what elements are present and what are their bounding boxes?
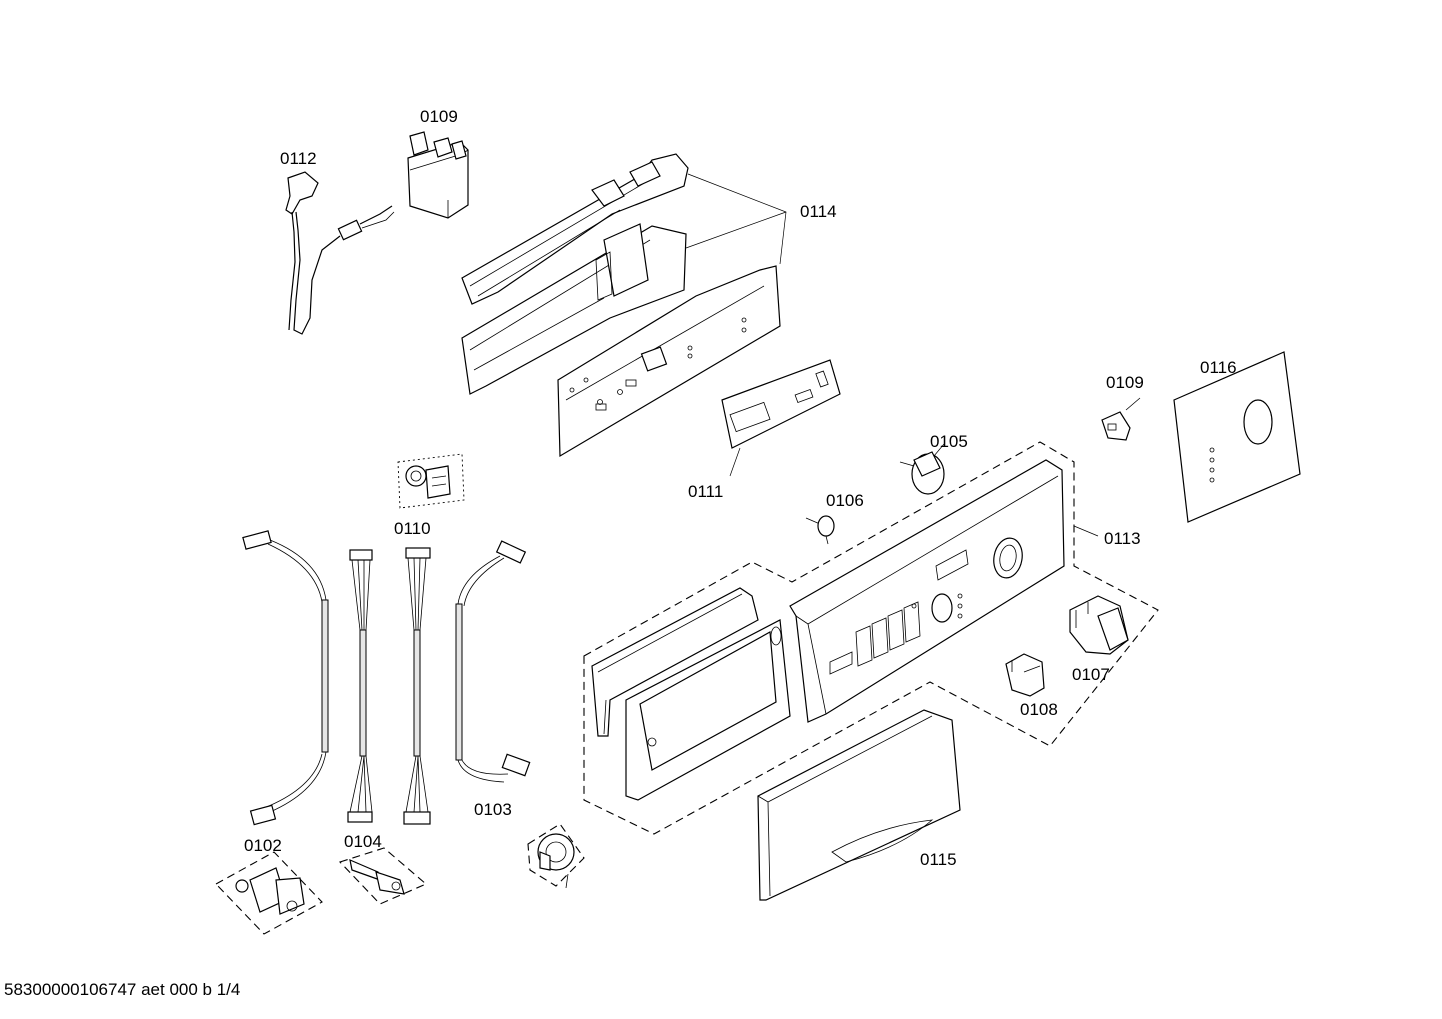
label-0104: 0104 bbox=[344, 832, 382, 851]
interference-filter-part bbox=[407, 131, 469, 219]
drain-pump-part bbox=[215, 851, 323, 935]
clip-0109-part bbox=[1101, 397, 1141, 441]
wiring-harness-0102 bbox=[242, 530, 329, 826]
label-0105: 0105 bbox=[930, 432, 968, 451]
wiring-harness-0103 bbox=[455, 540, 531, 783]
label-0106: 0106 bbox=[826, 491, 864, 510]
label-0107: 0107 bbox=[1072, 665, 1110, 684]
knob-0108-part bbox=[1005, 653, 1045, 697]
drawer-handle-0115-part bbox=[757, 709, 961, 901]
power-cord-part bbox=[285, 171, 395, 335]
label-0110: 0110 bbox=[394, 519, 431, 538]
wiring-harness-0104 bbox=[347, 547, 431, 825]
document-id-footer: 58300000106747 aet 000 b 1/4 bbox=[4, 980, 241, 999]
spindle-0106-part bbox=[805, 515, 835, 545]
label-0116: 0116 bbox=[1200, 358, 1237, 377]
label-0103: 0103 bbox=[474, 800, 512, 819]
printed-circuit-board-part bbox=[557, 265, 781, 458]
label-0111: 0111 bbox=[688, 482, 723, 501]
label-0115: 0115 bbox=[920, 850, 957, 869]
label-0109-top: 0109 bbox=[420, 107, 458, 126]
control-module-bracket-part bbox=[461, 153, 689, 395]
label-0109-right: 0109 bbox=[1106, 373, 1144, 392]
control-panel-fascia-part bbox=[583, 441, 1159, 835]
leader-lines-0114 bbox=[685, 173, 787, 265]
label-0113: 0113 bbox=[1104, 529, 1141, 548]
programme-selector-part bbox=[397, 453, 465, 509]
display-board-part bbox=[721, 359, 841, 477]
label-0112: 0112 bbox=[280, 149, 317, 168]
label-plate-0116-part bbox=[1173, 351, 1301, 523]
knob-0105-part bbox=[899, 443, 945, 495]
label-0108: 0108 bbox=[1020, 700, 1058, 719]
heater-sensor-part bbox=[338, 847, 428, 905]
knob-0107-part bbox=[1069, 595, 1129, 655]
pressure-switch-part bbox=[527, 823, 585, 889]
label-0102: 0102 bbox=[244, 836, 282, 855]
label-0114: 0114 bbox=[800, 202, 837, 221]
